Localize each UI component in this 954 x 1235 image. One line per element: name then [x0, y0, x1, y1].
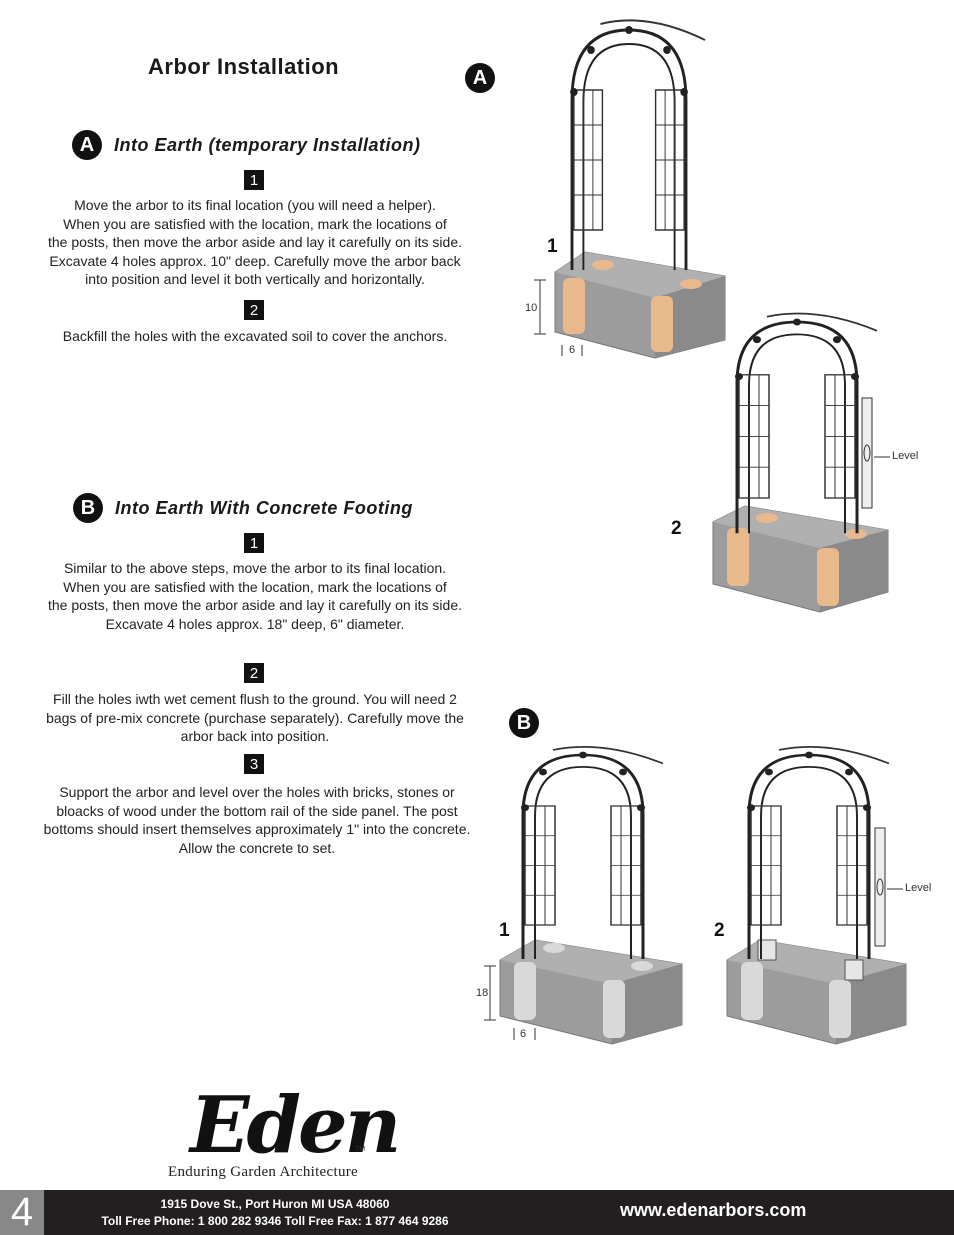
figure-b1 [484, 745, 683, 1045]
figure-a1-number: 1 [547, 236, 558, 257]
footer-address: 1915 Dove St., Port Huron MI USA 48060 [160, 1197, 390, 1211]
figure-a2 [712, 312, 890, 613]
figure-a-badge: A [465, 63, 495, 93]
footer-phone: Toll Free Phone: 1 800 282 9346 Toll Fre… [101, 1214, 449, 1228]
figure-b-badge: B [509, 708, 539, 738]
section-b-step-2-text: Fill the holes iwth wet cement flush to … [46, 691, 464, 745]
figure-b2 [726, 745, 907, 1045]
section-b-heading: B Into Earth With Concrete Footing [73, 493, 413, 523]
figure-a2-number: 2 [671, 518, 682, 539]
page-number: 4 [0, 1190, 44, 1235]
section-b-step-3-text: Support the arbor and level over the hol… [43, 784, 471, 856]
footer-contact: 1915 Dove St., Port Huron MI USA 48060 T… [60, 1196, 490, 1230]
section-b-step-2-badge: 2 [244, 663, 264, 683]
section-a-step-1-badge: 1 [244, 170, 264, 190]
page-title: Arbor Installation [148, 54, 340, 79]
section-a-step-2-badge: 2 [244, 300, 264, 320]
figure-a-level-label: Level [892, 450, 919, 462]
figure-a-depth-label: 10 [525, 302, 538, 314]
section-a-step-1-text: Move the arbor to its final location (yo… [47, 197, 462, 288]
logo-tagline: Enduring Garden Architecture [168, 1164, 358, 1180]
figure-a1 [534, 18, 726, 359]
figure-b1-number: 1 [499, 920, 510, 941]
section-b-step-1-text: Similar to the above steps, move the arb… [47, 560, 462, 632]
section-a-heading: A Into Earth (temporary Installation) [72, 130, 421, 160]
section-b-step-3-badge: 3 [244, 754, 264, 774]
section-a-step-2-text: Backfill the holes with the excavated so… [62, 328, 448, 344]
figure-b2-number: 2 [714, 920, 725, 941]
section-b-title: Into Earth With Concrete Footing [115, 497, 413, 518]
footer-bar [0, 1190, 954, 1235]
figure-b-level-label: Level [905, 882, 932, 894]
eden-logo: Eden [190, 1080, 401, 1171]
section-b-badge: B [73, 493, 103, 523]
trademark-symbol: TM [355, 1146, 366, 1153]
figure-b-depth-label: 18 [476, 987, 489, 999]
website-link[interactable]: www.edenarbors.com [620, 1200, 807, 1220]
figure-b-width-label: 6 [520, 1028, 527, 1040]
figure-a-width-label: 6 [569, 344, 576, 356]
installation-illustrations [484, 18, 907, 1045]
section-a-badge: A [72, 130, 102, 160]
section-b-step-1-badge: 1 [244, 533, 264, 553]
section-a-title: Into Earth (temporary Installation) [114, 134, 421, 155]
